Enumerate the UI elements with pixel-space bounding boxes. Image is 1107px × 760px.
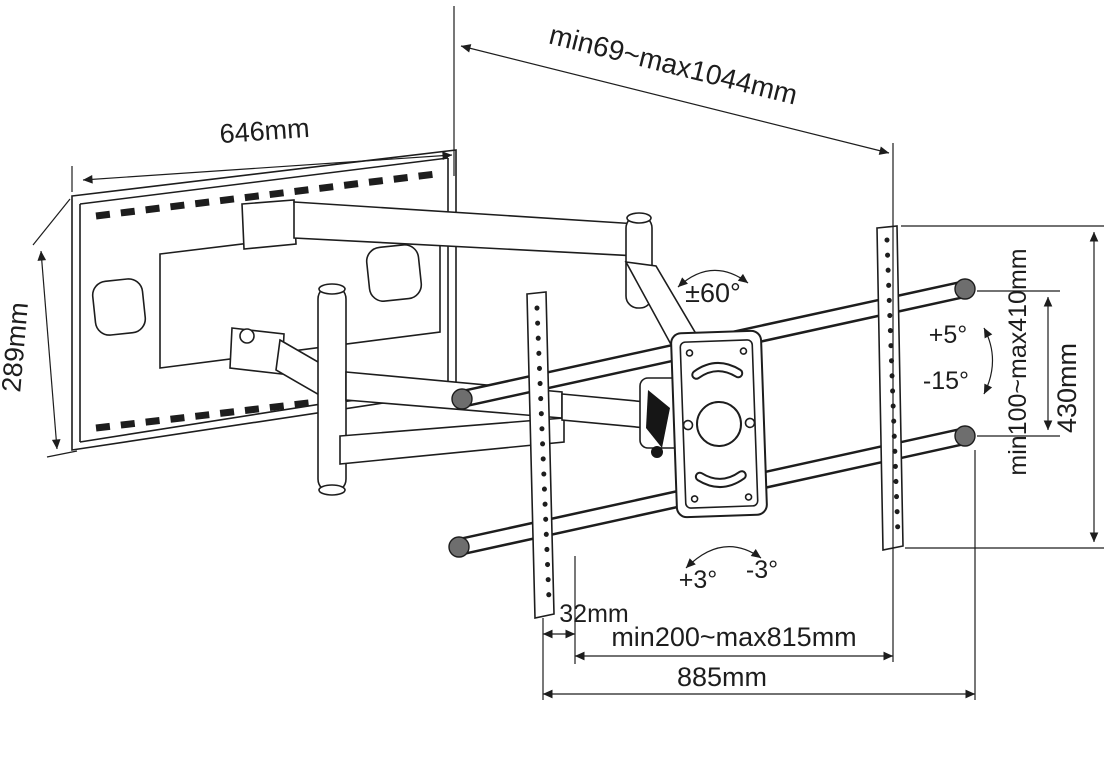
vesa-plate bbox=[670, 329, 768, 519]
label-tilt-down: -15° bbox=[923, 367, 969, 395]
label-rail-length: 885mm bbox=[677, 662, 767, 692]
label-swivel-angle: ±60° bbox=[685, 278, 741, 308]
label-level-minus: -3° bbox=[746, 556, 778, 584]
tilt-arrow-icon bbox=[983, 327, 993, 395]
dim-wall-plate-width bbox=[71, 151, 453, 192]
upper-rail-right-cap bbox=[954, 278, 976, 300]
upper-arm-wall-bracket bbox=[241, 199, 297, 250]
level-arrow-icon bbox=[685, 546, 762, 569]
lower-rail-left-cap bbox=[448, 536, 470, 558]
dim-extension-depth bbox=[453, 6, 894, 662]
wall-plate-cutout-right bbox=[365, 244, 423, 302]
label-bracket-height: 430mm bbox=[1052, 343, 1082, 433]
dim-rail-length bbox=[542, 450, 976, 700]
lower-rail-right-cap bbox=[954, 425, 976, 447]
dim-bracket-gap bbox=[542, 556, 576, 700]
dim-wall-plate-height bbox=[32, 198, 78, 458]
label-bracket-gap: 32mm bbox=[559, 600, 628, 628]
vesa-top-slot bbox=[693, 364, 742, 378]
tv-bracket-left bbox=[526, 291, 555, 619]
lower-arm-bar-2 bbox=[339, 417, 565, 465]
bracket-left-holes bbox=[534, 305, 552, 603]
label-wall-plate-height: 289mm bbox=[0, 301, 34, 393]
tension-lever bbox=[646, 390, 670, 458]
dim-vesa-height-range bbox=[977, 290, 1060, 437]
bolt-head bbox=[239, 328, 255, 344]
label-vesa-height-range: min100~max410mm bbox=[1004, 248, 1032, 475]
upper-rail-left-cap bbox=[451, 388, 473, 410]
vesa-bottom-slot bbox=[696, 472, 745, 486]
wall-plate-cutout-left bbox=[91, 278, 147, 336]
label-tilt-up: +5° bbox=[929, 321, 968, 349]
articulating-arm bbox=[229, 199, 704, 496]
dim-bracket-height bbox=[901, 225, 1104, 549]
vesa-center-hole bbox=[696, 401, 742, 447]
tv-bracket-right bbox=[876, 225, 904, 551]
swivel-arrow-icon bbox=[677, 269, 749, 288]
label-wall-plate-width: 646mm bbox=[219, 113, 311, 149]
label-vesa-width-range: min200~max815mm bbox=[611, 622, 856, 652]
label-level-plus: +3° bbox=[679, 566, 718, 594]
label-extension-depth: min69~max1044mm bbox=[546, 19, 800, 111]
